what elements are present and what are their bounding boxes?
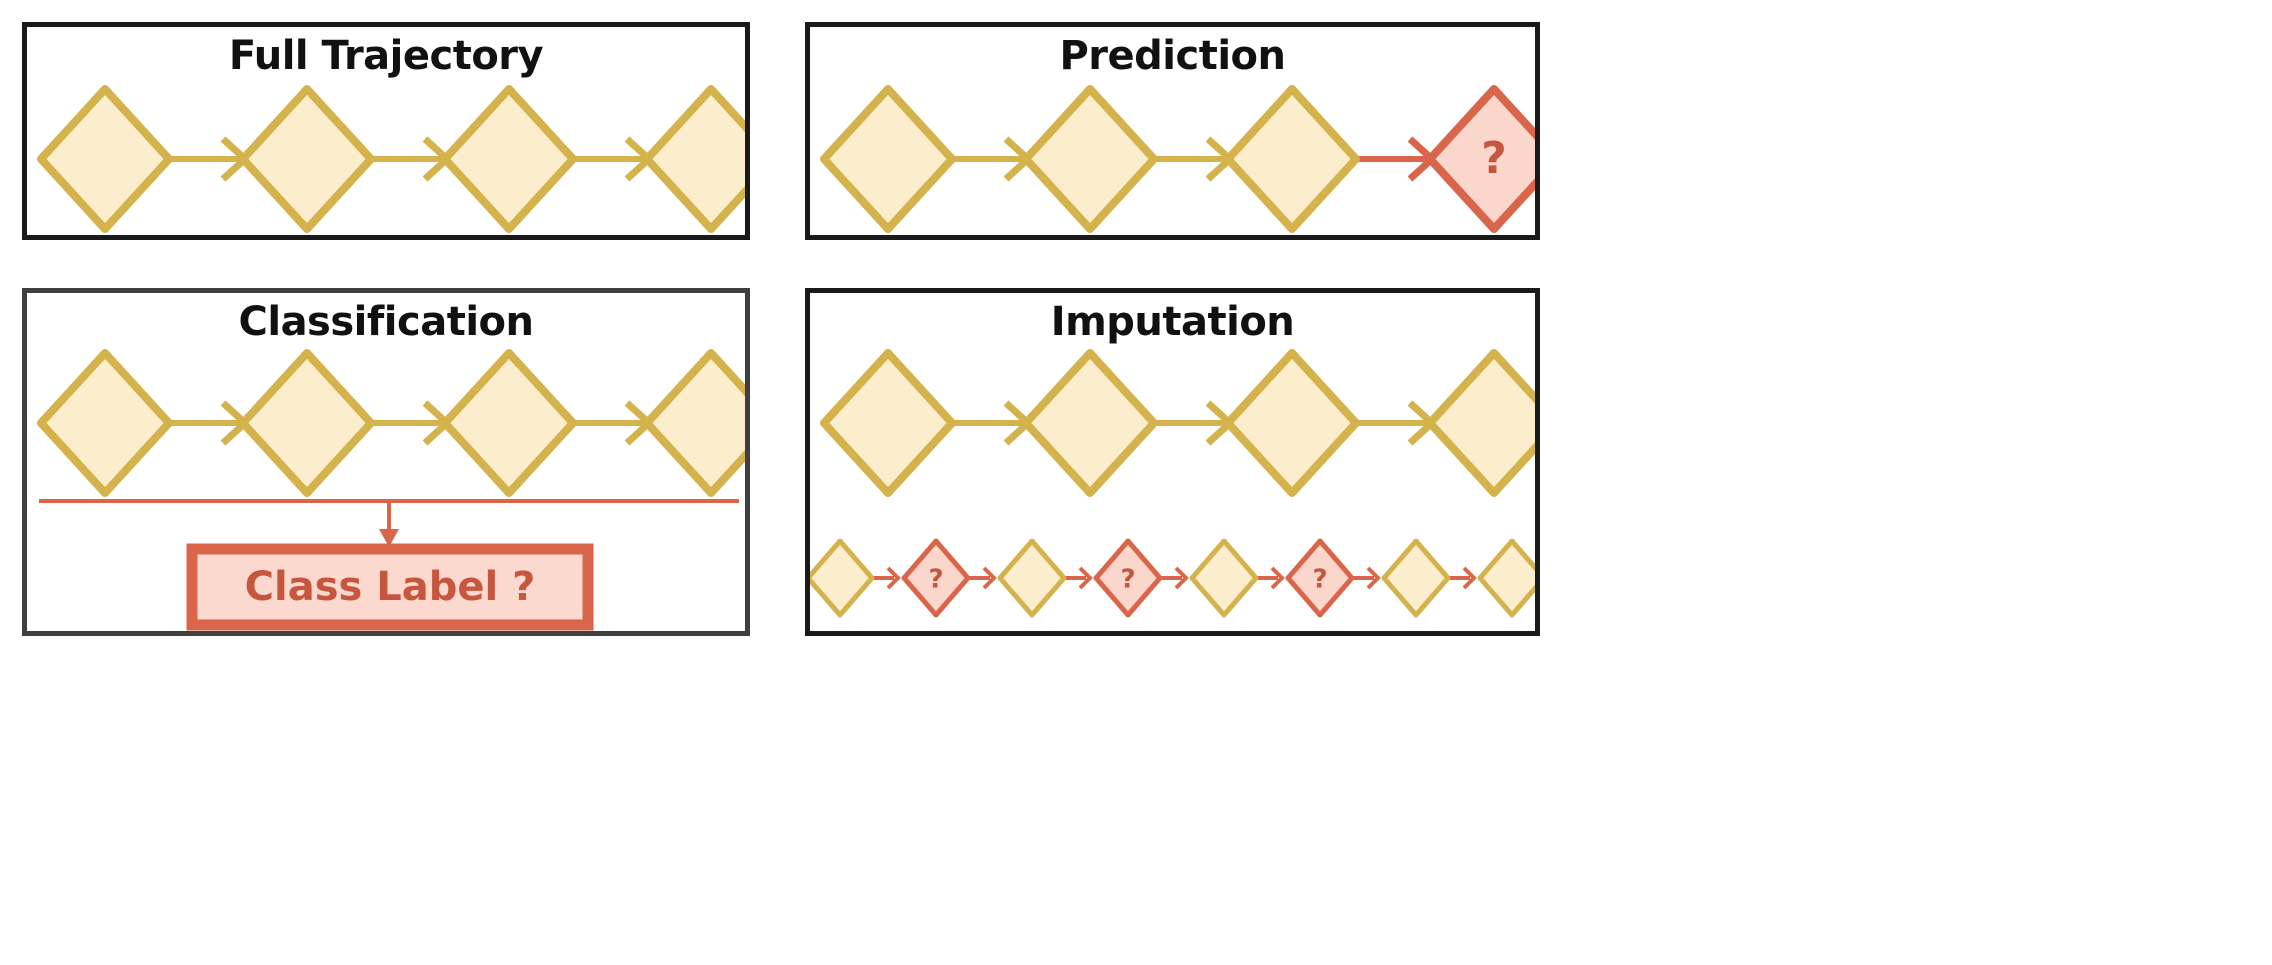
node-diamond xyxy=(1189,538,1259,618)
full-trajectory-diagram xyxy=(37,85,745,233)
node-diamond xyxy=(441,349,577,497)
node-diamond-missing xyxy=(1093,538,1163,618)
node-group xyxy=(37,349,745,497)
node-diamond xyxy=(643,85,745,233)
prediction-diagram: ? xyxy=(820,85,1535,233)
node-group-bottom: ? ? ? xyxy=(810,538,1535,618)
node-diamond xyxy=(810,538,875,618)
panel-title-full-trajectory: Full Trajectory xyxy=(228,33,544,79)
classification-diagram: Class Label ? xyxy=(37,349,745,631)
panel-title-classification: Classification xyxy=(238,299,535,345)
panel-full-trajectory: Full Trajectory xyxy=(22,22,750,240)
missing-marker: ? xyxy=(1120,565,1135,595)
node-diamond xyxy=(37,85,173,233)
panel-classification: Classification xyxy=(22,288,750,636)
node-diamond xyxy=(997,538,1067,618)
node-diamond xyxy=(1022,85,1158,233)
node-diamond xyxy=(1224,349,1360,497)
node-diamond xyxy=(820,349,956,497)
missing-marker: ? xyxy=(1312,565,1327,595)
node-diamond xyxy=(1426,349,1535,497)
node-diamond xyxy=(1381,538,1451,618)
missing-marker: ? xyxy=(928,565,943,595)
node-diamond xyxy=(441,85,577,233)
class-label-text: Class Label ? xyxy=(245,564,536,610)
node-diamond xyxy=(643,349,745,497)
panel-title-imputation: Imputation xyxy=(1050,299,1295,345)
imputation-diagram: ? ? ? xyxy=(810,349,1535,618)
node-group: ? xyxy=(820,85,1535,233)
node-group xyxy=(37,85,745,233)
node-diamond xyxy=(239,85,375,233)
classification-arrow xyxy=(379,501,399,547)
node-diamond-missing xyxy=(1426,85,1535,233)
class-label-box xyxy=(186,543,594,631)
node-diamond xyxy=(1224,85,1360,233)
node-diamond xyxy=(1477,538,1535,618)
panel-prediction: Prediction ? xyxy=(805,22,1540,240)
arrow-group-bottom xyxy=(872,566,1477,590)
node-diamond xyxy=(239,349,375,497)
panel-title-prediction: Prediction xyxy=(1059,33,1286,79)
node-group-top xyxy=(820,349,1535,497)
node-diamond xyxy=(1022,349,1158,497)
node-diamond xyxy=(37,349,173,497)
node-diamond-missing xyxy=(901,538,971,618)
missing-marker: ? xyxy=(1481,133,1507,184)
node-diamond xyxy=(820,85,956,233)
node-diamond-missing xyxy=(1285,538,1355,618)
panel-imputation: Imputation xyxy=(805,288,1540,636)
